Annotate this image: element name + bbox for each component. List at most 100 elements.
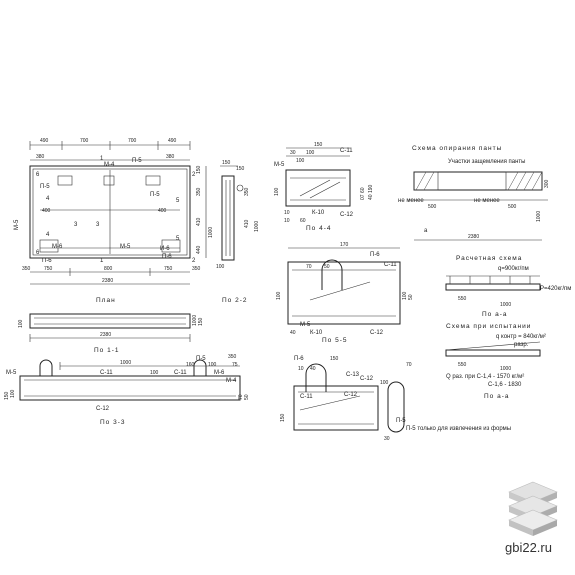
s55-mark-4: С-12 (370, 330, 384, 336)
test-title: Схема при испытании (446, 323, 531, 330)
s44-dim-3: 100 (306, 150, 315, 156)
test-dim-2: 1000 (500, 366, 511, 372)
plan-section-2b: 2 (192, 258, 196, 264)
support-title: Схема опирания панты (412, 145, 502, 152)
plan-mark-5: П-6 (42, 258, 52, 264)
plan-section-4a: 4 (46, 232, 50, 238)
s66-dim-2: 40 (310, 366, 316, 372)
s33-dim-5: 350 (228, 354, 237, 360)
plan-section-3b: 3 (96, 222, 100, 228)
plan-dim-top-4: 490 (168, 138, 177, 144)
s44-mark-1: С-11 (340, 148, 353, 154)
plan-dim-second-2: 380 (166, 154, 175, 160)
s66-mark-5: С-12 (360, 376, 374, 382)
plan-dim-left-2: 400 (158, 208, 167, 214)
test-view: По a-a (484, 393, 510, 400)
plan-mark-10: И-6 (160, 246, 170, 252)
s44-mark-2: К-10 (312, 210, 325, 216)
plan-section-5a: 5 (176, 198, 180, 204)
plan-small-dim-1: 350 (22, 266, 31, 272)
plan-dim-bottom-3: 750 (164, 266, 173, 272)
support-scheme: Схема опирания панты Участки защемления … (398, 145, 550, 241)
plan-mark-4: П-5 (150, 192, 160, 198)
calc-point-load: P=420кг/пм (540, 286, 571, 292)
plan-section-1a: 1 (100, 156, 104, 162)
plan-mark-1: М-4 (104, 162, 115, 168)
s44-dim-1: 150 (314, 142, 323, 148)
plan-dim-total: 2380 (102, 278, 113, 284)
s22-dim-4: 410 (244, 219, 250, 228)
s55-dim-3: 50 (324, 264, 330, 270)
plan-dim-bottom-1: 750 (44, 266, 53, 272)
s33-mark-1: М-5 (6, 370, 17, 376)
plan-mark-3: П-5 (40, 184, 50, 190)
test-load: q контр = 840кг/м² (496, 334, 546, 340)
plan-dim-top-3: 700 (128, 138, 137, 144)
calc-load: q=900кг/пм (498, 266, 529, 272)
support-label-1: не менее (398, 198, 424, 204)
test-dim-1: 550 (458, 362, 467, 368)
s33-mark-7: С-12 (96, 406, 110, 412)
s22-dim-5: 1000 (254, 221, 260, 232)
s44-dim-5: 100 (274, 187, 280, 196)
s66-mark-4: С-12 (344, 392, 358, 398)
calc-scheme: Расчетная схема q=900кг/пм P=420кг/пм 55… (445, 255, 571, 318)
support-dim-2: 500 (508, 204, 517, 210)
s55-dim-4: 100 (276, 291, 282, 300)
s44-dim-8: 10 (284, 218, 290, 224)
s55-mark-3: К-10 (310, 330, 323, 336)
s44-dim-4: 100 (296, 158, 305, 164)
s44-side-1: 07 60 (360, 187, 366, 200)
s55-title: По 5-5 (322, 337, 348, 344)
s44-dim-7: 60 (300, 218, 306, 224)
plan-section-1b: 1 (100, 258, 104, 264)
s22-dim-3: 350 (244, 187, 250, 196)
plan-small-dim-2: 350 (192, 266, 201, 272)
s55-side-2: 50 (408, 294, 414, 300)
s55-dim-1: 170 (340, 242, 349, 248)
s33-mark-4: С-11 (174, 370, 187, 376)
plan-section-6a: 6 (36, 172, 40, 178)
s55-side-1: 100 (402, 291, 408, 300)
s11-dim-3: 150 (198, 317, 204, 326)
plan-section-2a: 2 (192, 172, 196, 178)
plan-dim-top-1: 490 (40, 138, 49, 144)
plan-mark-7: М-5 (120, 244, 131, 250)
plan-dim-left-1: 400 (42, 208, 51, 214)
plan-section-3a: 3 (74, 222, 78, 228)
calc-view: По a-a (482, 311, 508, 318)
plan-dim-top-2: 700 (80, 138, 89, 144)
s33-mark-6: М-4 (226, 378, 237, 384)
s66-dim-6: 100 (380, 380, 389, 386)
s22-dim-6: 100 (216, 264, 225, 270)
s66-dim-3: 10 (298, 366, 304, 372)
support-subtitle: Участки защемления панты (448, 159, 525, 165)
test-scheme: Схема при испытании q контр = 840кг/м² р… (445, 323, 546, 400)
s66-mark-3: С-13 (346, 372, 360, 378)
s33-side-2: 100 (10, 389, 16, 398)
calc-dim-1: 550 (458, 296, 467, 302)
s33-side-3: 70 (238, 394, 244, 400)
plan-section-6b: 6 (36, 250, 40, 256)
s66-dim-5: 150 (280, 413, 286, 422)
s66-mark-2: С-11 (300, 394, 313, 400)
plan-dim-right-4: 1000 (208, 227, 214, 238)
s11-dim-2: 100 (18, 319, 24, 328)
section-1-1: 2380 1000 100 150 По 1-1 (18, 313, 204, 354)
section-4-4: 150 30 100 100 100 10 60 10 С-11 К-10 С-… (274, 142, 374, 232)
plan-section-5b: 5 (176, 236, 180, 242)
s55-mark-5: М-5 (300, 322, 311, 328)
s44-dim-6: 10 (284, 210, 290, 216)
s22-title: По 2-2 (222, 297, 248, 304)
plan-mark-8: М-5 (14, 219, 20, 230)
s22-dim-2: 150 (236, 166, 245, 172)
s66-dim-4: 70 (406, 362, 412, 368)
plan-dim-right-2: 350 (196, 187, 202, 196)
s66-mark-1: П-6 (294, 356, 304, 362)
logo-icon (508, 481, 558, 536)
s33-dim-3: 160 (186, 362, 195, 368)
s33-side-4: 50 (244, 394, 250, 400)
s33-dim-1: 1000 (120, 360, 131, 366)
s55-mark-1: П-6 (370, 252, 380, 258)
